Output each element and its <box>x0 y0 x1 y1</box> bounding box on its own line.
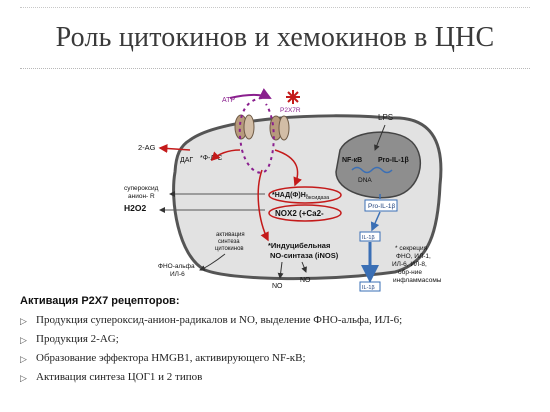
pro-il1b-nucleus-label: Pro-IL-1β <box>378 157 409 164</box>
nox2-label: NOX2 (+Ca2- <box>275 209 324 218</box>
superoxide-label-2: анион- R <box>128 193 155 200</box>
activation-arrow <box>199 253 226 271</box>
atp-arrow <box>229 88 272 99</box>
il1b-mid-label: IL-1β <box>362 235 375 241</box>
nfkb-label: NF-кB <box>342 157 362 164</box>
nucleus <box>335 131 422 199</box>
top-rule <box>20 7 530 8</box>
bullet-list: ▷Продукция супероксид-анион-радикалов и … <box>20 313 402 389</box>
il1b-mid-box <box>359 231 381 242</box>
bullet-arrow-icon: ▷ <box>20 316 27 326</box>
slide-title: Роль цитокинов и хемокинов в ЦНС <box>55 22 495 53</box>
nadph-oxidase-ring <box>268 186 342 204</box>
superoxide-label-1: супероксид <box>124 185 159 192</box>
h2o2-label: H2O2 <box>124 203 146 213</box>
dna-strand <box>351 166 393 174</box>
channel-to-inos-arrow <box>257 169 269 242</box>
atp-label: ATP <box>222 97 235 104</box>
channel-to-flc-arrow <box>210 149 241 162</box>
p2x7r-label: P2X7R <box>280 107 301 114</box>
p2x7r-channel-right2 <box>278 115 290 141</box>
nadph-label-1: *НАД(Ф)Н- <box>272 192 309 199</box>
inos-to-no2-arrow <box>301 261 307 273</box>
tnf-label-1: ФНО-альфа <box>158 263 195 270</box>
tnf-label-2: ИЛ-6 <box>170 271 185 278</box>
p2x7r-channel-left2 <box>243 114 255 140</box>
inos-label-1: *Индуцибельная <box>268 241 330 250</box>
bullet-arrow-icon: ▷ <box>20 354 27 364</box>
svg-text:ФНО, ИЛ-1,: ФНО, ИЛ-1, <box>396 253 431 260</box>
pro-to-il1b-arrow <box>370 211 381 232</box>
bullet-item: ▷Продукция супероксид-анион-радикалов и … <box>20 313 402 332</box>
star-icon <box>286 90 300 104</box>
activation-label-3: цитокинов <box>215 246 244 252</box>
inos-to-no1-arrow <box>277 261 284 279</box>
dna-label: DNA <box>358 177 372 184</box>
bullet-item: ▷Образование эффектора HMGB1, активирующ… <box>20 351 402 370</box>
activation-label-2: синтеза <box>218 239 240 245</box>
nox2-ring <box>268 204 342 222</box>
subheading: Активация P2X7 рецепторов: <box>20 295 180 307</box>
secretion-note: * секреция ФНО, ИЛ-1, ИЛ-6, ИЛ-8, обр-ни… <box>392 245 442 284</box>
inos-label-2: NO-синтаза (iNOS) <box>270 251 339 260</box>
fl-c-label: *Ф-Л-С <box>200 155 222 162</box>
lps-arrow <box>374 124 386 151</box>
two-ag-arrow <box>158 144 191 153</box>
cell-diagram: ATP P2X7R LPS NF-кB Pro-IL-1β DNA Pro-IL… <box>124 88 443 292</box>
no-label-1: NO <box>272 283 283 290</box>
nadph-label-2: оксидаза <box>306 195 330 201</box>
bullet-arrow-icon: ▷ <box>20 373 27 383</box>
svg-text:ИЛ-6, ИЛ-8,: ИЛ-6, ИЛ-8, <box>392 261 427 268</box>
pro-il1b-cyto-label: Pro-IL-1β <box>368 203 395 210</box>
channel-to-nadph-arrow <box>274 149 302 187</box>
bullet-item: ▷Активация синтеза ЦОГ1 и 2 типов <box>20 370 402 389</box>
il1b-out-label: IL-1β <box>362 285 375 291</box>
lps-label: LPS <box>378 113 393 122</box>
no-label-2: NO <box>300 277 311 284</box>
title-rule <box>20 68 530 69</box>
bullet-arrow-icon: ▷ <box>20 335 27 345</box>
bullet-item: ▷Продукция 2-AG; <box>20 332 402 351</box>
activation-label-1: активация <box>216 232 245 238</box>
dag-label: ДАГ <box>180 157 193 164</box>
pro-il1b-box <box>364 199 398 212</box>
svg-text:инфламмасомы: инфламмасомы <box>393 277 442 284</box>
svg-text:* секреция: * секреция <box>395 245 428 252</box>
svg-text:обр-ние: обр-ние <box>398 268 422 276</box>
two-ag-label: 2-AG <box>138 143 156 152</box>
